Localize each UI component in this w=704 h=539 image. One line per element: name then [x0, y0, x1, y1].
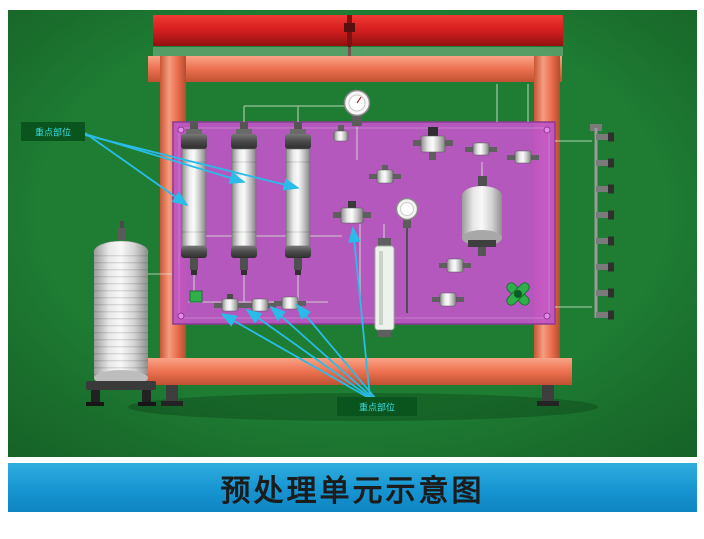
- filter-cartridge-2: [231, 122, 257, 275]
- green-indicator-block: [189, 290, 203, 303]
- fitting-row-2: [244, 298, 276, 312]
- fitting-top-small: [333, 125, 349, 142]
- equipment-figure: 重点部位 重点部位: [8, 10, 697, 457]
- support-frame: [142, 56, 572, 406]
- right-manifold: [590, 124, 614, 320]
- flow-meter: [374, 238, 395, 337]
- equipment-scene: 重点部位 重点部位: [8, 10, 697, 457]
- left-water-tank: [86, 221, 173, 406]
- pressure-gauge-mid: [395, 197, 419, 313]
- fitting-i: [432, 292, 464, 307]
- key-area-label-top-text: 重点部位: [35, 127, 71, 138]
- fitting-c: [369, 165, 401, 184]
- annotation-arrows: [84, 132, 376, 399]
- caption-bar: 预处理单元示意图: [8, 463, 697, 512]
- top-red-beam: [153, 15, 563, 56]
- fitting-valve-center: [333, 201, 371, 224]
- wall-strip: [153, 47, 563, 56]
- fitting-b: [507, 150, 539, 164]
- fitting-row-1: [214, 294, 246, 312]
- key-area-label-bottom: 重点部位: [337, 397, 417, 416]
- key-area-label-bottom-text: 重点部位: [359, 402, 395, 413]
- filter-cartridge-3: [285, 122, 311, 275]
- pressure-gauge-top: [343, 89, 371, 126]
- caption-text: 预处理单元示意图: [220, 474, 485, 508]
- accumulator-tank: [462, 176, 502, 256]
- key-area-label-top: 重点部位: [21, 122, 85, 141]
- filter-cartridge-1: [181, 122, 207, 275]
- panel-fittings: [189, 125, 539, 312]
- fitting-e: [439, 258, 471, 273]
- fitting-row-3: [274, 296, 306, 310]
- green-cross-valve: [506, 282, 530, 306]
- pressure-regulator: [413, 127, 453, 160]
- fitting-a: [465, 142, 497, 156]
